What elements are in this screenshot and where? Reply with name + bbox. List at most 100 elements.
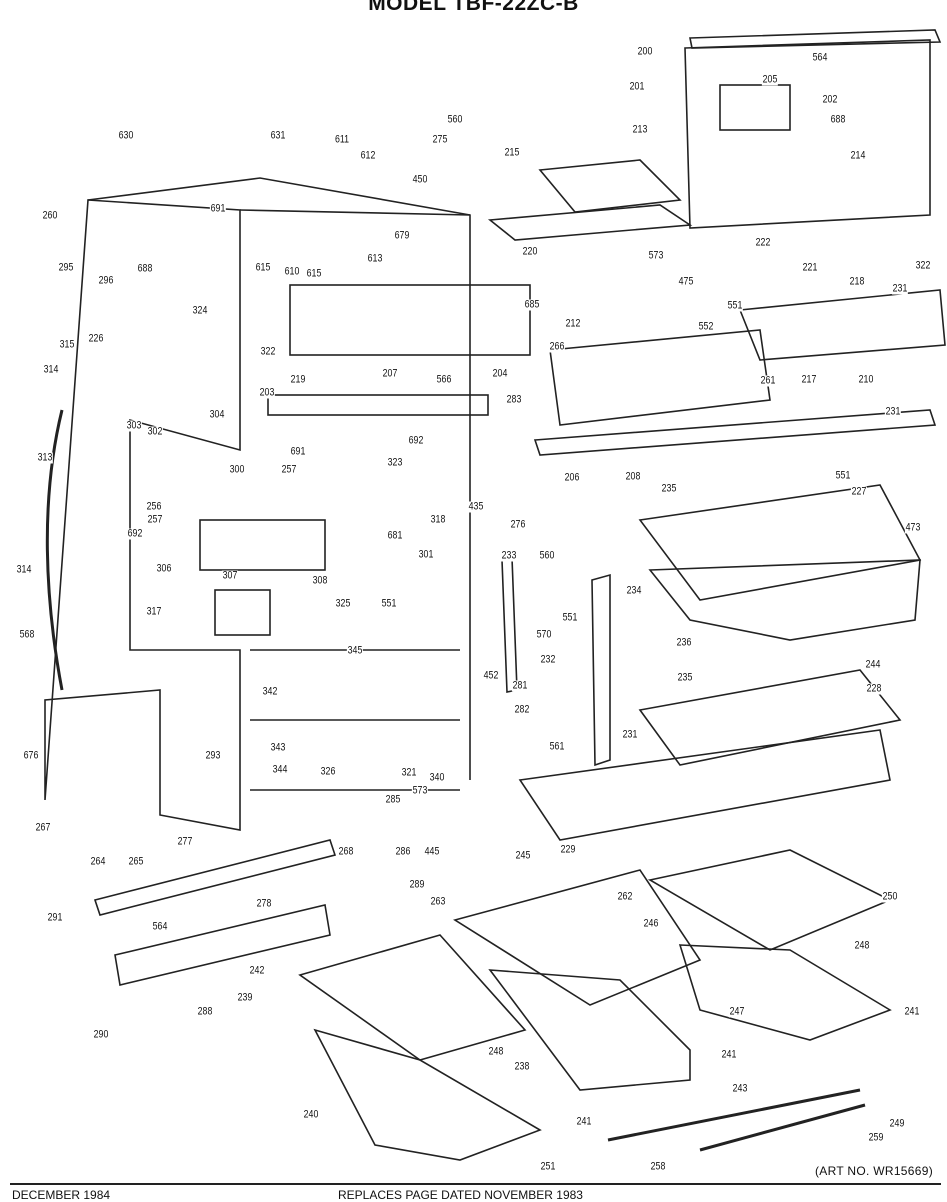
part-number-283: 283	[505, 393, 523, 406]
part-number-551: 551	[561, 611, 579, 624]
part-number-313: 313	[36, 451, 54, 464]
part-number-219: 219	[289, 373, 307, 386]
part-number-266: 266	[548, 340, 566, 353]
part-number-248: 248	[487, 1045, 505, 1058]
crisper-drawer-246	[678, 944, 892, 1041]
part-number-290: 290	[92, 1028, 110, 1041]
part-number-692: 692	[126, 527, 144, 540]
part-number-318: 318	[429, 513, 447, 526]
part-number-314: 314	[15, 563, 33, 576]
part-number-573: 573	[647, 249, 665, 262]
footer-replaces: REPLACES PAGE DATED NOVEMBER 1983	[338, 1188, 583, 1202]
part-number-303: 303	[125, 419, 143, 432]
part-number-573: 573	[411, 784, 429, 797]
part-number-679: 679	[393, 229, 411, 242]
part-number-208: 208	[624, 470, 642, 483]
part-number-315: 315	[58, 338, 76, 351]
part-number-304: 304	[208, 408, 226, 421]
part-number-261: 261	[759, 374, 777, 387]
part-number-259: 259	[867, 1131, 885, 1144]
part-number-246: 246	[642, 917, 660, 930]
part-number-615: 615	[305, 267, 323, 280]
part-number-201: 201	[628, 80, 646, 93]
rail-277	[93, 839, 337, 916]
part-number-229: 229	[559, 843, 577, 856]
part-number-234: 234	[625, 584, 643, 597]
part-number-235: 235	[660, 482, 678, 495]
drawer-236	[648, 559, 921, 641]
part-number-241: 241	[903, 1005, 921, 1018]
part-number-212: 212	[564, 317, 582, 330]
part-number-227: 227	[850, 485, 868, 498]
part-number-232: 232	[539, 653, 557, 666]
part-number-631: 631	[269, 129, 287, 142]
part-number-691: 691	[289, 445, 307, 458]
part-number-688: 688	[829, 113, 847, 126]
part-number-220: 220	[521, 245, 539, 258]
evaporator-cover	[289, 284, 531, 356]
part-number-344: 344	[271, 763, 289, 776]
crisper-drawer-243	[488, 969, 691, 1091]
part-number-293: 293	[204, 749, 222, 762]
part-number-260: 260	[41, 209, 59, 222]
footer-divider	[10, 1183, 941, 1185]
part-number-205: 205	[761, 73, 779, 86]
part-number-240: 240	[302, 1108, 320, 1121]
part-number-248: 248	[853, 939, 871, 952]
part-number-249: 249	[888, 1117, 906, 1130]
part-number-265: 265	[127, 855, 145, 868]
part-number-551: 551	[726, 299, 744, 312]
part-number-685: 685	[523, 298, 541, 311]
part-number-285: 285	[384, 793, 402, 806]
part-number-326: 326	[319, 765, 337, 778]
part-number-276: 276	[509, 518, 527, 531]
part-number-268: 268	[337, 845, 355, 858]
part-number-242: 242	[248, 964, 266, 977]
ice-tray	[538, 159, 682, 213]
part-number-238: 238	[513, 1060, 531, 1073]
part-number-267: 267	[34, 821, 52, 834]
part-number-286: 286	[394, 845, 412, 858]
part-number-202: 202	[821, 93, 839, 106]
part-number-321: 321	[400, 766, 418, 779]
part-number-289: 289	[408, 878, 426, 891]
part-number-681: 681	[386, 529, 404, 542]
shelf-227	[638, 484, 922, 601]
part-number-247: 247	[728, 1005, 746, 1018]
part-number-452: 452	[482, 669, 500, 682]
part-number-288: 288	[196, 1005, 214, 1018]
part-number-561: 561	[548, 740, 566, 753]
part-number-676: 676	[22, 749, 40, 762]
part-number-612: 612	[359, 149, 377, 162]
rail-232	[591, 573, 611, 767]
part-number-203: 203	[258, 386, 276, 399]
part-number-258: 258	[649, 1160, 667, 1173]
part-number-241: 241	[575, 1115, 593, 1128]
part-number-551: 551	[380, 597, 398, 610]
part-number-278: 278	[255, 897, 273, 910]
part-number-275: 275	[431, 133, 449, 146]
part-number-610: 610	[283, 265, 301, 278]
part-number-204: 204	[491, 367, 509, 380]
part-number-564: 564	[811, 51, 829, 64]
part-number-295: 295	[57, 261, 75, 274]
wire-shelf-218	[738, 289, 946, 361]
part-number-308: 308	[311, 574, 329, 587]
part-number-257: 257	[146, 513, 164, 526]
part-number-691: 691	[209, 202, 227, 215]
door-top-trim	[689, 29, 942, 49]
part-number-262: 262	[616, 890, 634, 903]
part-number-296: 296	[97, 274, 115, 287]
part-number-343: 343	[269, 741, 287, 754]
part-number-263: 263	[429, 895, 447, 908]
part-number-566: 566	[435, 373, 453, 386]
part-number-226: 226	[87, 332, 105, 345]
part-number-322: 322	[259, 345, 277, 358]
part-number-473: 473	[904, 521, 922, 534]
part-number-236: 236	[675, 636, 693, 649]
control-plate	[214, 589, 271, 636]
cabinet-top	[87, 177, 471, 780]
part-number-564: 564	[151, 920, 169, 933]
crisper-cover-245	[453, 869, 702, 1006]
art-number: (ART NO. WR15669)	[814, 1164, 933, 1178]
